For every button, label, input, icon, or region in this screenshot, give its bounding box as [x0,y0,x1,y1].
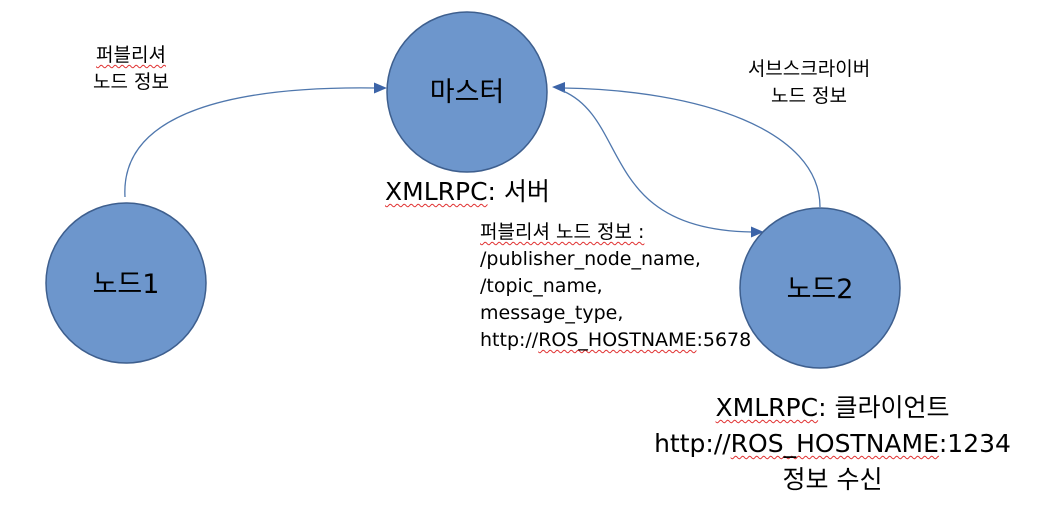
edge-node1-to-master [124,87,377,198]
topic-info-line4: message_type, [480,302,624,324]
arrowhead-master-from-node2 [552,82,565,93]
node-2-label: 노드2 [787,274,854,305]
arrowhead-node2-from-master [751,226,764,238]
topic-info-line1: 퍼블리셔 노드 정보 : [480,221,645,243]
publisher-info-label: 퍼블리셔 노드 정보 [78,42,184,96]
topic-info-line2: /publisher_node_name, [480,248,701,270]
topic-info-block: 퍼블리셔 노드 정보 : /publisher_node_name, /topi… [480,219,751,354]
topic-info-line3: /topic_name, [480,275,603,297]
subscriber-info-label: 서브스크라이버 노드 정보 [724,56,894,110]
master-server-label: XMLRPC: 서버 [385,174,550,210]
publisher-info-line1: 퍼블리셔 [96,44,166,66]
node-1-label: 노드1 [93,269,160,300]
subscriber-info-line2: 노드 정보 [771,85,847,107]
node2-client-line2: http://ROS_HOSTNAME:1234 [654,429,1011,458]
subscriber-info-line1: 서브스크라이버 [747,58,871,80]
publisher-info-line2: 노드 정보 [93,71,169,93]
node-master: 마스터 [386,11,548,173]
edge-master-to-node2 [562,90,753,233]
node-master-label: 마스터 [430,77,505,108]
topic-info-line5: http://ROS_HOSTNAME:5678 [480,329,752,351]
master-server-text: : 서버 [487,177,550,206]
node2-client-block: XMLRPC: 클라이언트 http://ROS_HOSTNAME:1234 정… [640,390,1025,498]
master-xmlrpc-text: XMLRPC [385,177,488,206]
edge-node2-to-master [562,87,821,208]
arrowhead-master-from-node1 [374,82,387,94]
node2-client-line1: XMLRPC: 클라이언트 [715,393,950,422]
node2-client-line3: 정보 수신 [782,465,883,494]
node-2: 노드2 [739,207,901,369]
node-1: 노드1 [45,202,207,364]
